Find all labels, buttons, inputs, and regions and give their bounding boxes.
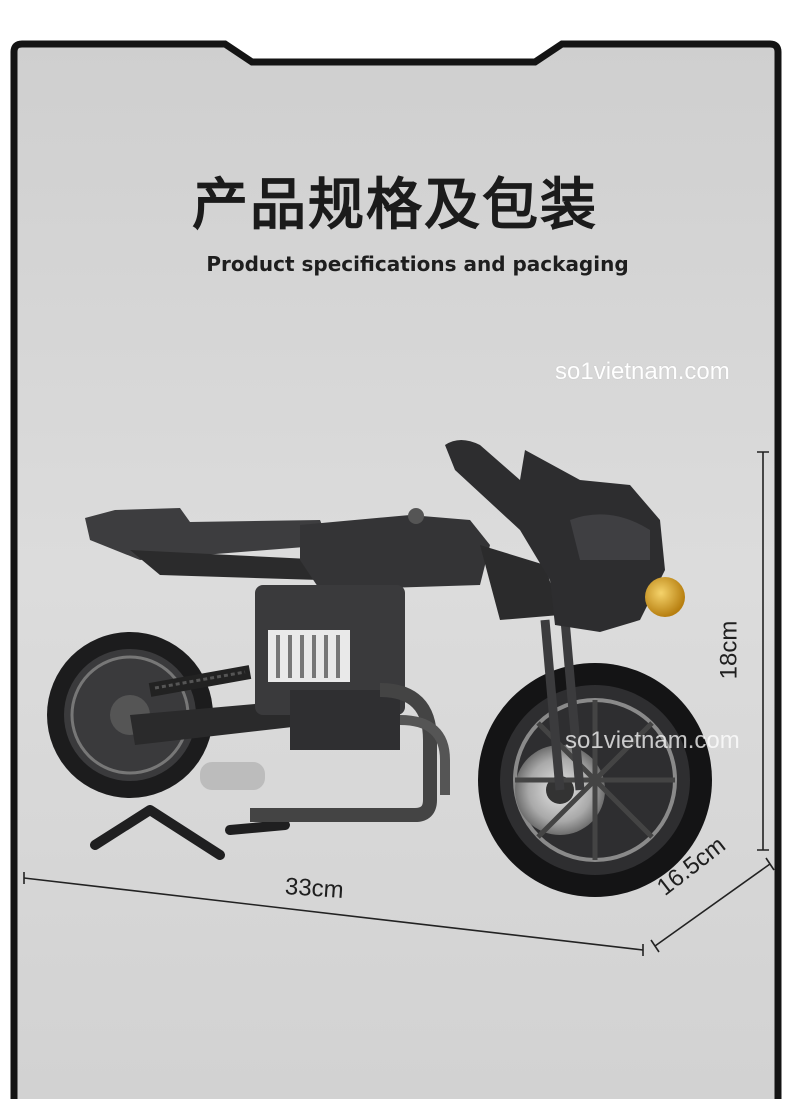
kickstand <box>90 805 290 860</box>
front-fork <box>540 619 585 791</box>
page-subtitle-english: Product specifications and packaging <box>206 252 629 276</box>
page-title-chinese: 产品规格及包装 <box>192 173 598 238</box>
exhaust <box>250 683 437 822</box>
fuel-tank <box>300 515 490 590</box>
length-dimension-label: 33cm <box>284 873 345 905</box>
motorcycle-image <box>47 440 712 897</box>
watermark: so1vietnam.com <box>555 358 730 385</box>
tail-section <box>85 508 330 560</box>
watermark: so1vietnam.com <box>565 727 740 754</box>
height-dimension-label: 18cm <box>715 620 743 680</box>
dimension-lines <box>23 451 775 956</box>
front-fairing <box>445 440 665 632</box>
headlight <box>645 577 685 617</box>
